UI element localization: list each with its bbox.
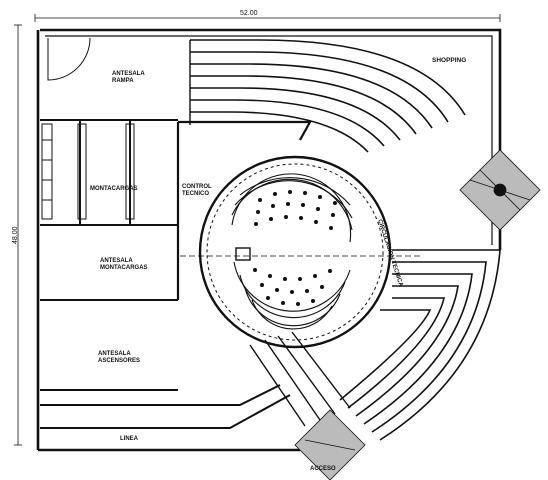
left-dimension: 48.00: [12, 226, 19, 244]
exterior-walls: [36, 28, 502, 452]
label-shopping: SHOPPING: [432, 57, 466, 64]
label-circulacion-tecnica: CIRCULACION TECNICA: [376, 219, 404, 288]
top-dimension: 52.00: [240, 10, 258, 17]
lower-ramp-bands: [339, 249, 501, 441]
seat-dots: [253, 190, 337, 306]
shaft-hatching: [41, 123, 135, 220]
auditorium: [180, 155, 420, 349]
ramp-bands: [189, 39, 466, 153]
corridor-walls: [176, 120, 312, 300]
interior-walls: [40, 119, 291, 429]
stage-block: [235, 247, 251, 261]
label-acceso: ACCESO: [310, 466, 336, 472]
planter-right: [459, 149, 541, 231]
door-swing: [47, 37, 91, 81]
label-montacargas: MONTACARGAS: [90, 186, 138, 192]
planter-bottom: [294, 409, 366, 480]
dimension-lines: [14, 14, 501, 446]
label-linea: LINEA: [120, 436, 139, 442]
seating-rows: [231, 173, 353, 330]
